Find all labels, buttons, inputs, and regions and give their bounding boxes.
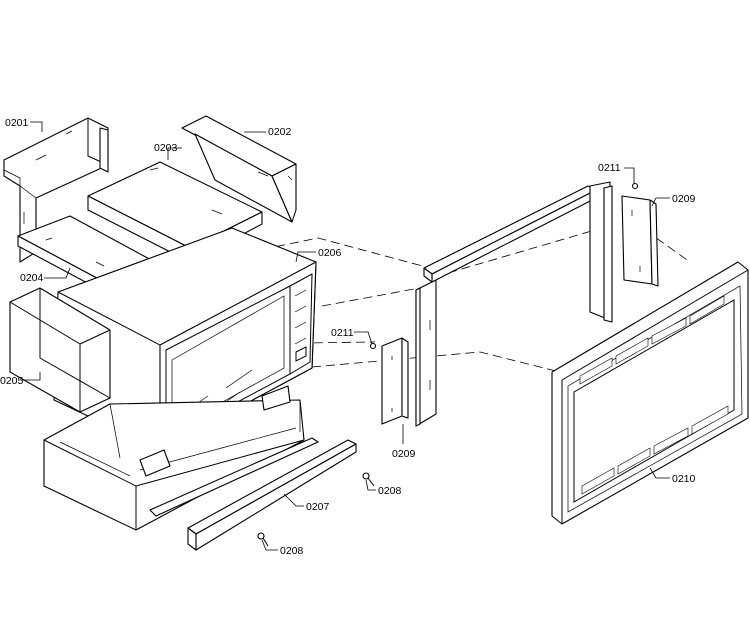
callout-0209-right: 0209: [672, 193, 696, 205]
callout-0207: 0207: [306, 501, 330, 513]
leader-lines: [22, 121, 670, 551]
part-0201-side-cover: [3, 117, 109, 263]
lower-vent-slots: [581, 405, 729, 495]
part-0209-left-bracket: [369, 279, 437, 427]
callout-labels: 0201 0202 0203 0204 0205 0206 0207 0208 …: [0, 117, 696, 557]
callout-0205: 0205: [0, 375, 24, 387]
part-0205-side-panel: [9, 287, 111, 413]
upper-vent-slots: [579, 295, 725, 385]
part-0209-right-bracket: [589, 181, 659, 323]
callout-0206: 0206: [318, 247, 342, 259]
callout-0208-lower: 0208: [280, 545, 304, 557]
callout-0210: 0210: [672, 473, 696, 485]
callout-0203: 0203: [154, 142, 178, 154]
part-0207-bottom-rails: [149, 437, 357, 551]
callout-0204: 0204: [20, 272, 44, 284]
callout-0201: 0201: [5, 117, 29, 129]
part-0210-trim-frame: [551, 261, 749, 525]
callout-0211-right: 0211: [598, 162, 621, 174]
callout-0208-upper: 0208: [378, 485, 402, 497]
part-0202-rear-cover: [181, 115, 297, 223]
callout-0209-left: 0209: [392, 448, 416, 460]
base-tray: [43, 385, 305, 531]
callout-0211-left: 0211: [331, 327, 354, 339]
callout-0202: 0202: [268, 126, 292, 138]
part-0208-screws: [257, 472, 375, 547]
top-rail: [423, 185, 597, 283]
